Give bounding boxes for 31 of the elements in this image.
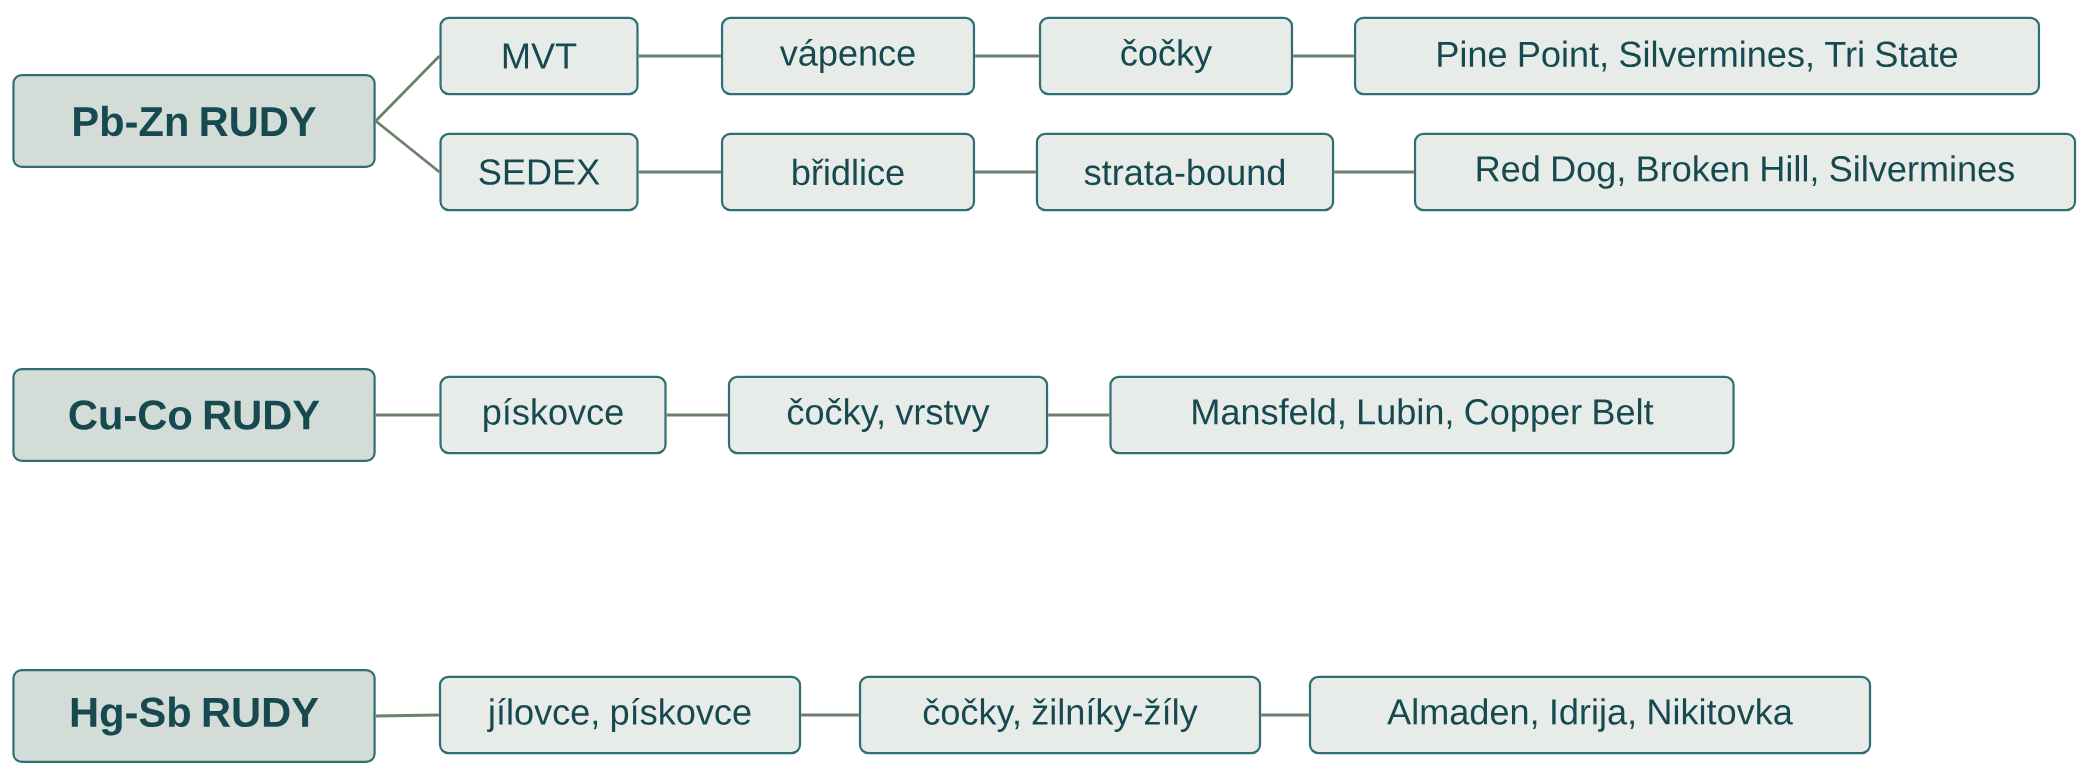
connector-line [638,54,721,58]
root-box: Hg-Sb RUDY [12,668,376,764]
connector-line [975,54,1039,58]
connector-line [801,713,859,717]
category-box: pískovce [439,375,667,455]
connector-line [374,119,441,174]
category-box: čočky [1038,16,1294,96]
category-box: SEDEX [439,132,639,212]
root-box: Pb-Zn RUDY [12,73,376,169]
category-box: jílovce, pískovce [438,675,802,755]
connector-line [1261,713,1309,717]
category-box: strata-bound [1035,132,1335,212]
connector-line [1048,413,1110,417]
category-box: břidlice [720,132,976,212]
connector-line [374,55,441,122]
category-box: Pine Point, Silvermines, Tri State [1353,16,2041,96]
category-box: Mansfeld, Lubin, Copper Belt [1109,375,1735,455]
category-box: Red Dog, Broken Hill, Silvermines [1413,132,2077,212]
category-box: čočky, žilníky-žíly [858,675,1262,755]
root-box: Cu-Co RUDY [12,367,376,463]
category-box: vápence [720,16,976,96]
category-box: čočky, vrstvy [727,375,1049,455]
connector-line [975,170,1036,174]
connector-line [375,713,439,718]
connector-line [666,413,728,417]
connector-line [638,170,721,174]
connector-line [375,413,440,417]
category-box: MVT [439,16,639,96]
category-box: Almaden, Idrija, Nikitovka [1308,675,1872,755]
connector-line [1334,170,1414,174]
connector-line [1293,54,1354,58]
